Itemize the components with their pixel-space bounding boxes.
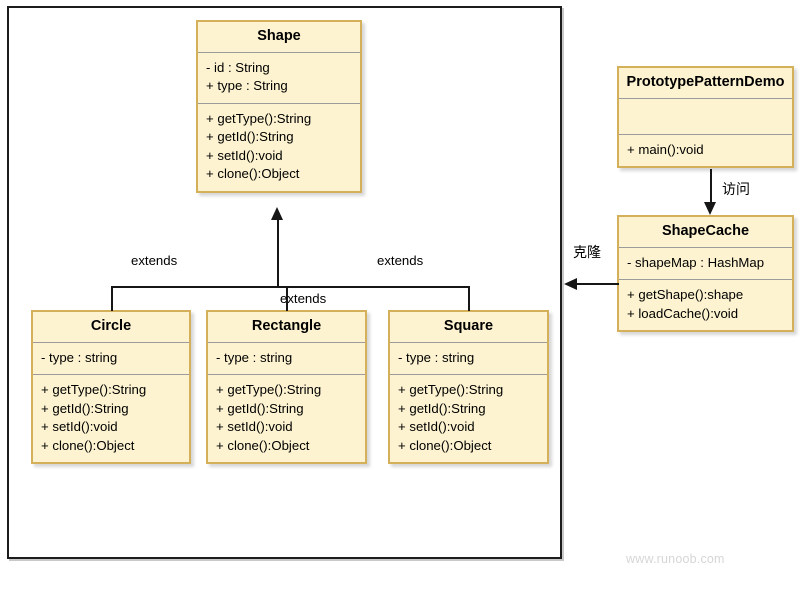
uml-class-square-attributes: - type : string <box>390 343 547 376</box>
method-row: + getType():String <box>398 382 504 398</box>
uml-class-rectangle[interactable]: Rectangle - type : string + getType():St… <box>206 310 367 465</box>
method-row: + getId():String <box>206 129 294 145</box>
edge-label-extends-square: extends <box>377 253 424 268</box>
method-row: + getId():String <box>41 400 129 416</box>
association-cache-to-package-arrowhead-icon <box>564 278 577 290</box>
edge-label-extends-rectangle: extends <box>280 291 327 306</box>
uml-class-shape-methods: + getType():String + getId():String + se… <box>198 104 360 191</box>
uml-class-shape-cache[interactable]: ShapeCache - shapeMap : HashMap + getSha… <box>617 215 794 333</box>
uml-class-circle-methods: + getType():String + getId():String + se… <box>33 375 189 462</box>
association-demo-to-cache-line <box>710 169 712 203</box>
generalization-drop-rectangle <box>286 286 288 311</box>
attribute-row: - type : string <box>216 349 293 365</box>
method-row: + getType():String <box>41 382 147 398</box>
method-row: + clone():Object <box>398 437 492 453</box>
generalization-trunk-line <box>277 219 279 287</box>
uml-class-circle[interactable]: Circle - type : string + getType():Strin… <box>31 310 191 465</box>
uml-class-shape-attributes: - id : String + type : String <box>198 53 360 104</box>
uml-class-prototype-pattern-demo-methods: + main():void <box>619 135 792 167</box>
method-row: + getType():String <box>206 110 312 126</box>
uml-class-circle-attributes: - type : string <box>33 343 189 376</box>
method-row: + setId():void <box>398 419 475 435</box>
uml-class-prototype-pattern-demo[interactable]: PrototypePatternDemo + main():void <box>617 66 794 169</box>
attribute-row: - type : string <box>398 349 475 365</box>
association-demo-to-cache-arrowhead-icon <box>704 202 716 215</box>
uml-class-rectangle-attributes: - type : string <box>208 343 365 376</box>
uml-class-shape-cache-title: ShapeCache <box>619 217 792 248</box>
attribute-row: + type : String <box>206 78 288 94</box>
uml-class-rectangle-methods: + getType():String + getId():String + se… <box>208 375 365 462</box>
method-row: + clone():Object <box>41 437 135 453</box>
edge-label-demo-to-cache: 访问 <box>722 181 750 197</box>
edge-label-cache-to-package: 克隆 <box>573 244 601 260</box>
uml-class-rectangle-title: Rectangle <box>208 312 365 343</box>
uml-class-shape-cache-attributes: - shapeMap : HashMap <box>619 248 792 281</box>
generalization-drop-circle <box>111 286 113 311</box>
method-row: + main():void <box>627 141 704 157</box>
uml-class-square-methods: + getType():String + getId():String + se… <box>390 375 547 462</box>
uml-class-shape[interactable]: Shape - id : String + type : String + ge… <box>196 20 362 193</box>
method-row: + getId():String <box>216 400 304 416</box>
method-row: + clone():Object <box>216 437 310 453</box>
generalization-arrowhead-icon <box>271 207 283 220</box>
method-row: + getShape():shape <box>627 287 744 303</box>
uml-class-circle-title: Circle <box>33 312 189 343</box>
uml-class-shape-cache-methods: + getShape():shape + loadCache():void <box>619 280 792 330</box>
method-row: + getId():String <box>398 400 486 416</box>
attribute-row: - type : string <box>41 349 118 365</box>
method-row: + setId():void <box>41 419 118 435</box>
uml-class-prototype-pattern-demo-attributes <box>619 99 792 135</box>
method-row: + getType():String <box>216 382 322 398</box>
method-row: + setId():void <box>206 147 283 163</box>
uml-class-shape-title: Shape <box>198 22 360 53</box>
method-row: + loadCache():void <box>627 305 739 321</box>
method-row: + clone():Object <box>206 166 300 182</box>
association-cache-to-package-line <box>576 283 619 285</box>
uml-class-square[interactable]: Square - type : string + getType():Strin… <box>388 310 549 465</box>
package-boundary-frame <box>7 6 562 559</box>
attribute-row: - shapeMap : HashMap <box>627 254 765 270</box>
generalization-drop-square <box>468 286 470 311</box>
edge-label-extends-circle: extends <box>131 253 178 268</box>
uml-class-square-title: Square <box>390 312 547 343</box>
generalization-horizontal-bar <box>111 286 469 288</box>
site-watermark: www.runoob.com <box>626 552 725 566</box>
method-row: + setId():void <box>216 419 293 435</box>
uml-class-prototype-pattern-demo-title: PrototypePatternDemo <box>619 68 792 99</box>
attribute-row: - id : String <box>206 59 270 75</box>
